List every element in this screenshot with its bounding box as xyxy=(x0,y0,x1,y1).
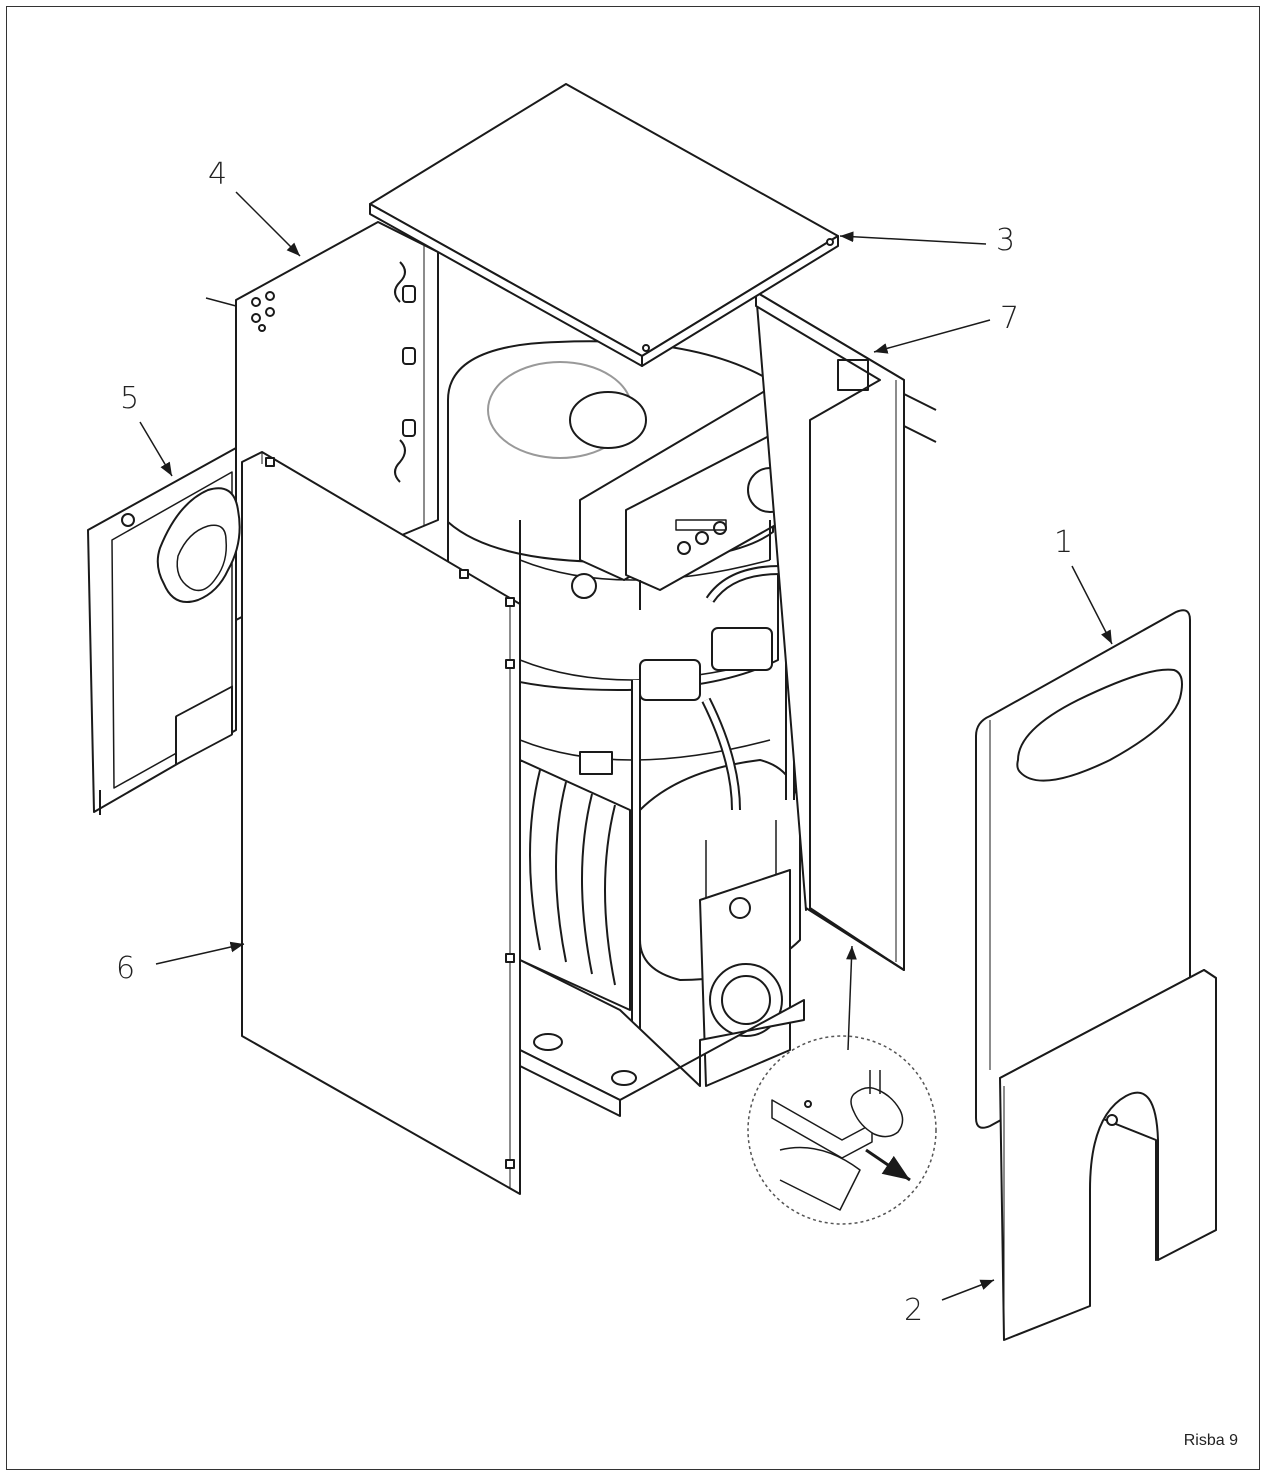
callout-4: 4 xyxy=(208,157,228,192)
callout-6: 6 xyxy=(116,951,136,986)
right-side-panel-7 xyxy=(755,291,937,971)
callout-7: 7 xyxy=(1000,301,1020,336)
callout-3: 3 xyxy=(996,223,1016,258)
figure-caption: Risba 9 xyxy=(1183,1432,1238,1449)
detail-callout-circle xyxy=(747,1035,937,1225)
top-cover-panel-3 xyxy=(369,83,839,367)
figure-frame xyxy=(6,6,1260,1470)
front-lower-panel-2 xyxy=(999,969,1217,1341)
heat-exchanger xyxy=(519,759,801,1087)
front-left-panel-6 xyxy=(241,451,521,1195)
callout-5: 5 xyxy=(120,381,140,416)
callout-1: 1 xyxy=(1054,525,1074,560)
left-side-panel-5 xyxy=(87,447,241,815)
leader-arrows xyxy=(139,191,1113,1301)
callout-2: 2 xyxy=(904,1293,924,1328)
